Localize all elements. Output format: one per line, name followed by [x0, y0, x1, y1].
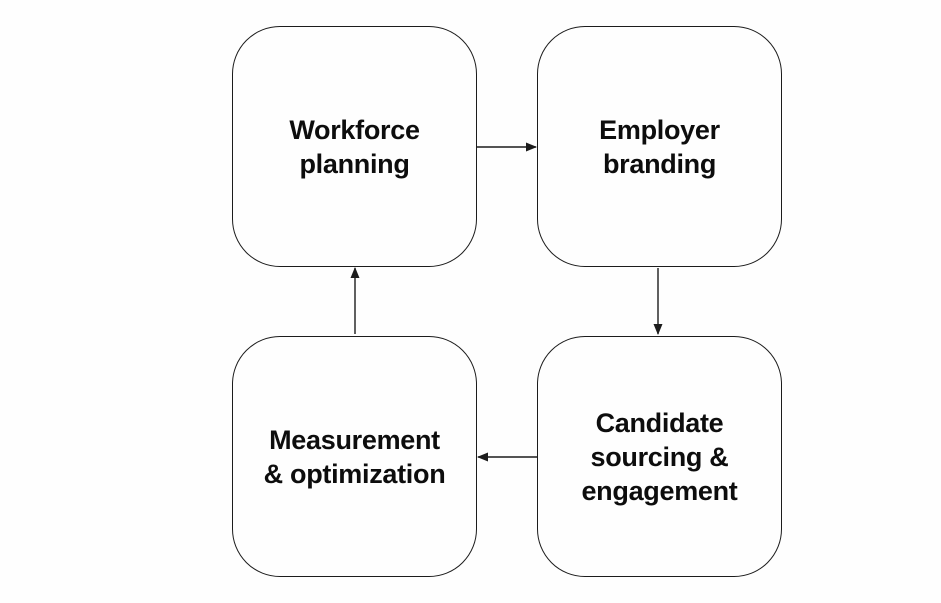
node-candidate-sourcing-engagement: Candidate sourcing & engagement [537, 336, 782, 577]
node-measurement-optimization: Measurement & optimization [232, 336, 477, 577]
node-label-line: & optimization [263, 458, 446, 489]
node-label-line: Employer [599, 114, 720, 145]
node-employer-branding: Employer branding [537, 26, 782, 267]
node-label-line: Candidate [595, 407, 724, 438]
node-label-line: engagement [581, 475, 738, 506]
node-label-line: Workforce [289, 114, 420, 145]
node-label-line: planning [299, 148, 410, 179]
node-workforce-planning: Workforce planning [232, 26, 477, 267]
node-label-line: branding [602, 148, 717, 179]
node-label-line: sourcing & [590, 441, 729, 472]
node-label-line: Measurement [269, 424, 440, 455]
